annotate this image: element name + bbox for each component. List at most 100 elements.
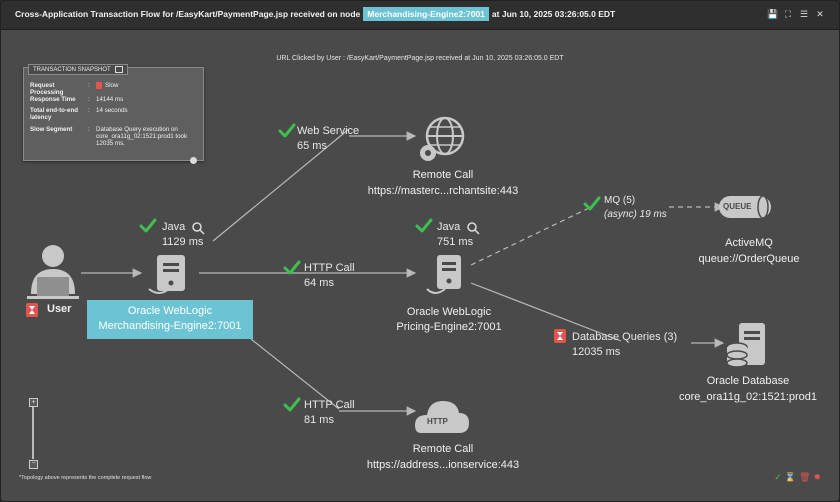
user-icon[interactable] — [27, 245, 79, 299]
close-icon[interactable]: ✕ — [816, 9, 824, 19]
snapshot-title-text: TRANSACTION SNAPSHOT — [33, 67, 111, 74]
footer-note: *Topology above represents the complete … — [19, 475, 152, 481]
http-remote-label: HTTP Call — [304, 399, 355, 411]
zoom-out-icon[interactable]: − — [29, 460, 38, 469]
url-clicked-text: URL Clicked by User : /EasyKart/PaymentP… — [276, 55, 564, 62]
zoom-in-icon[interactable]: + — [29, 398, 38, 407]
database-server-icon[interactable] — [726, 323, 765, 368]
weblogic-merch-node-label[interactable]: Oracle WebLogic Merchandising-Engine2:70… — [87, 300, 253, 339]
link-pricing-db-diag — [470, 282, 622, 342]
check-icon[interactable]: ✓ — [774, 472, 782, 482]
server-icon-merch[interactable] — [148, 255, 185, 294]
remote-http-name: Remote Call — [412, 443, 474, 455]
snapshot-value: 14 seconds — [96, 107, 128, 114]
zoom-track[interactable] — [32, 407, 34, 459]
link-merch-http-diag — [250, 338, 340, 410]
menu-icon[interactable]: ☰ — [799, 9, 809, 19]
expand-icon[interactable]: ⛶ — [784, 9, 792, 19]
oracle-db-node-label: Oracle Database core_ora11g_02:1521:prod… — [675, 373, 821, 405]
snapshot-value: Slow — [105, 82, 119, 90]
minimize-icon[interactable] — [114, 66, 123, 73]
user-label: User — [47, 303, 72, 315]
java-pricing-link-label[interactable]: Java 751 ms — [437, 220, 473, 250]
check-icon-java-pricing — [415, 218, 433, 233]
search-icon-java-pricing[interactable] — [467, 222, 480, 235]
hourglass-icon[interactable]: ⌛ — [784, 472, 797, 482]
db-label: Database Queries (3) — [572, 331, 678, 343]
server-icon-pricing[interactable] — [426, 255, 461, 294]
db-link-label[interactable]: Database Queries (3) 12035 ms — [572, 330, 677, 360]
title-prefix: Cross-Application Transaction Flow for /… — [15, 9, 361, 19]
snapshot-row: Total end-to-end latency : 14 seconds — [30, 107, 200, 121]
queue-icon-text: QUEUE — [723, 202, 752, 211]
link-merch-web-diag — [212, 128, 350, 242]
check-icon-web-service — [278, 123, 296, 138]
check-icon-java-merch — [139, 218, 157, 233]
java-merch-label: Java — [162, 221, 186, 233]
search-icon-java-merch[interactable] — [192, 222, 205, 235]
snapshot-label: Response Time — [30, 96, 76, 103]
snapshot-row: Slow Segment : Database Query execution … — [30, 126, 200, 147]
snapshot-title: TRANSACTION SNAPSHOT — [28, 64, 128, 76]
snapshot-row: Response Time : 14144 ms — [30, 96, 200, 103]
remote-web-node-label: Remote Call https://masterc...rchantsite… — [363, 167, 523, 199]
http-pricing-label: HTTP Call — [304, 262, 355, 274]
web-service-link-label[interactable]: Web Service 65 ms — [297, 124, 359, 154]
activemq-name: ActiveMQ — [725, 237, 773, 249]
snapshot-label: Request Processing — [30, 82, 64, 96]
java-pricing-label: Java — [437, 221, 461, 233]
web-service-globe-icon[interactable] — [420, 116, 465, 161]
check-icon-http-pricing — [283, 260, 301, 275]
http-cloud-icon[interactable] — [415, 401, 469, 433]
hourglass-alert-icon — [96, 82, 102, 89]
hourglass-alert-icon — [26, 303, 38, 317]
java-merch-time: 1129 ms — [162, 236, 204, 248]
weblogic-pricing-host: Pricing-Engine2:7001 — [396, 321, 502, 333]
remote-web-name: Remote Call — [412, 169, 474, 181]
oracle-db-host: core_ora11g_02:1521:prod1 — [678, 391, 818, 403]
snapshot-value: Database Query execution on core_ora11g_… — [96, 126, 188, 147]
check-icon-mq — [583, 196, 601, 211]
http-remote-link-label[interactable]: HTTP Call 81 ms — [304, 398, 355, 428]
mq-label: MQ (5) — [604, 195, 636, 206]
http-remote-time: 81 ms — [304, 414, 334, 426]
weblogic-merch-name: Oracle WebLogic — [127, 305, 213, 317]
java-merch-link-label[interactable]: Java 1129 ms — [162, 220, 203, 250]
snapshot-value: 14144 ms — [96, 96, 124, 103]
mq-time: (async) 19 ms — [604, 209, 667, 220]
transaction-snapshot-panel: TRANSACTION SNAPSHOT Request Processing … — [23, 64, 204, 164]
cloud-icon-text: HTTP — [427, 417, 448, 426]
java-pricing-time: 751 ms — [437, 236, 474, 248]
footer-icons: ✓ ⌛ 🗑 ✹ — [774, 472, 821, 483]
link-pricing-mq-diag — [470, 206, 592, 266]
oracle-db-name: Oracle Database — [706, 375, 790, 387]
db-time: 12035 ms — [572, 346, 621, 358]
check-icon-http-remote — [283, 397, 301, 412]
web-service-time: 65 ms — [297, 140, 327, 152]
http-pricing-link-label[interactable]: HTTP Call 64 ms — [304, 261, 355, 291]
queue-icon[interactable] — [719, 195, 771, 219]
title-suffix: at Jun 10, 2025 03:26:05.0 EDT — [491, 9, 616, 19]
save-icon[interactable]: 💾 — [767, 9, 779, 19]
activemq-node-label: ActiveMQ queue://OrderQueue — [689, 235, 809, 267]
window-title: Cross-Application Transaction Flow for /… — [15, 7, 616, 21]
db-hourglass-alert-icon — [554, 329, 566, 343]
mq-link-label[interactable]: MQ (5) (async) 19 ms — [604, 194, 667, 222]
remote-http-url: https://address...ionservice:443 — [366, 459, 520, 471]
title-node-badge: Merchandising-Engine2:7001 — [363, 7, 489, 21]
remote-http-node-label: Remote Call https://address...ionservice… — [363, 441, 523, 473]
web-service-label: Web Service — [297, 125, 360, 137]
activemq-queue: queue://OrderQueue — [698, 253, 800, 265]
expand-snapshot-icon[interactable] — [190, 157, 197, 164]
trash-icon[interactable]: 🗑 — [799, 472, 811, 482]
weblogic-merch-host: Merchandising-Engine2:7001 — [98, 320, 242, 332]
weblogic-pricing-node-label: Oracle WebLogic Pricing-Engine2:7001 — [379, 305, 519, 335]
http-pricing-time: 64 ms — [304, 277, 334, 289]
zoom-slider[interactable]: + − — [27, 398, 38, 469]
title-bar: Cross-Application Transaction Flow for /… — [1, 1, 839, 30]
snapshot-row: Request Processing : Slow — [30, 82, 119, 96]
weblogic-pricing-name: Oracle WebLogic — [406, 306, 492, 318]
bug-icon[interactable]: ✹ — [813, 472, 821, 482]
